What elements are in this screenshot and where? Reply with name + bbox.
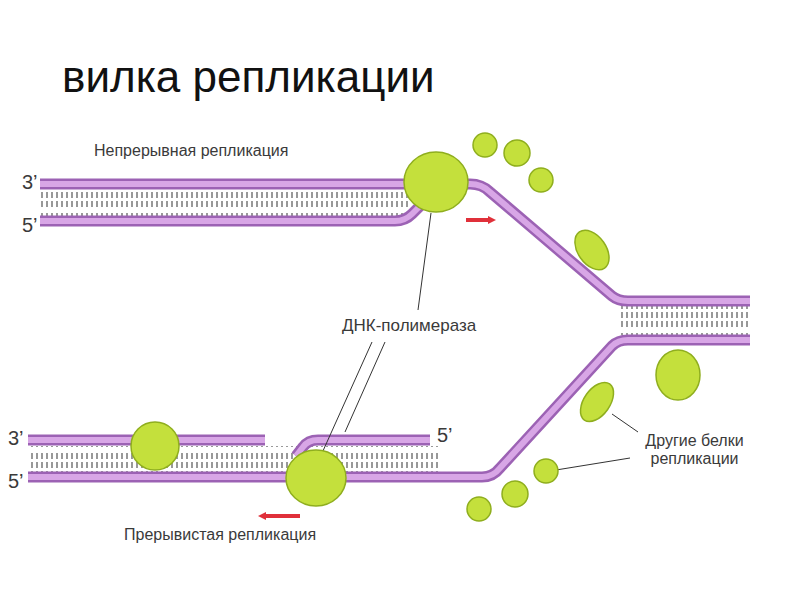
proteins bbox=[131, 133, 700, 521]
title: вилка репликации bbox=[62, 52, 435, 102]
dna-polymerase bbox=[404, 152, 468, 212]
strand-end-label: 5’ bbox=[22, 214, 38, 237]
enzyme-label: ДНК-полимераза bbox=[342, 316, 476, 336]
direction-arrow bbox=[466, 218, 492, 222]
base-pairs bbox=[28, 446, 438, 472]
direction-arrow bbox=[262, 514, 300, 518]
dna-strands bbox=[28, 184, 750, 477]
strand-end-label: 3’ bbox=[22, 171, 38, 194]
dna-polymerase bbox=[286, 450, 346, 506]
strand-end-label: 3’ bbox=[8, 427, 24, 450]
strand-label: Непрерывная репликация bbox=[94, 142, 288, 160]
strand-end-label: 5’ bbox=[437, 424, 453, 447]
strand-label: Прерывистая репликация bbox=[124, 526, 316, 544]
base-pairs bbox=[620, 305, 750, 335]
strand-end-label: 5’ bbox=[8, 470, 24, 493]
protein-label: Другие белки репликации bbox=[632, 432, 757, 469]
leader-lines bbox=[318, 213, 638, 470]
base-pairs bbox=[40, 190, 410, 216]
dna-polymerase bbox=[131, 422, 179, 470]
